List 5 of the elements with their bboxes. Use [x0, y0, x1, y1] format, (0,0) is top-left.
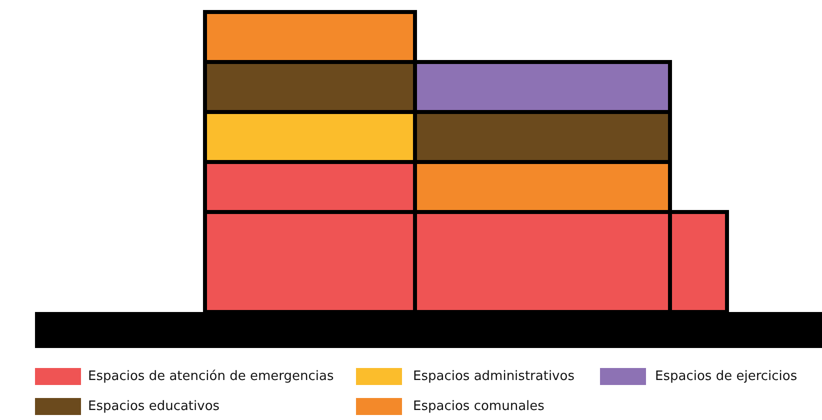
legend-label: Espacios de atención de emergencias — [88, 368, 334, 385]
legend-label: Espacios comunales — [413, 398, 544, 415]
legend-label: Espacios educativos — [88, 398, 220, 415]
legend-label: Espacios de ejercicios — [655, 368, 798, 385]
legend-label: Espacios administrativos — [413, 368, 574, 385]
